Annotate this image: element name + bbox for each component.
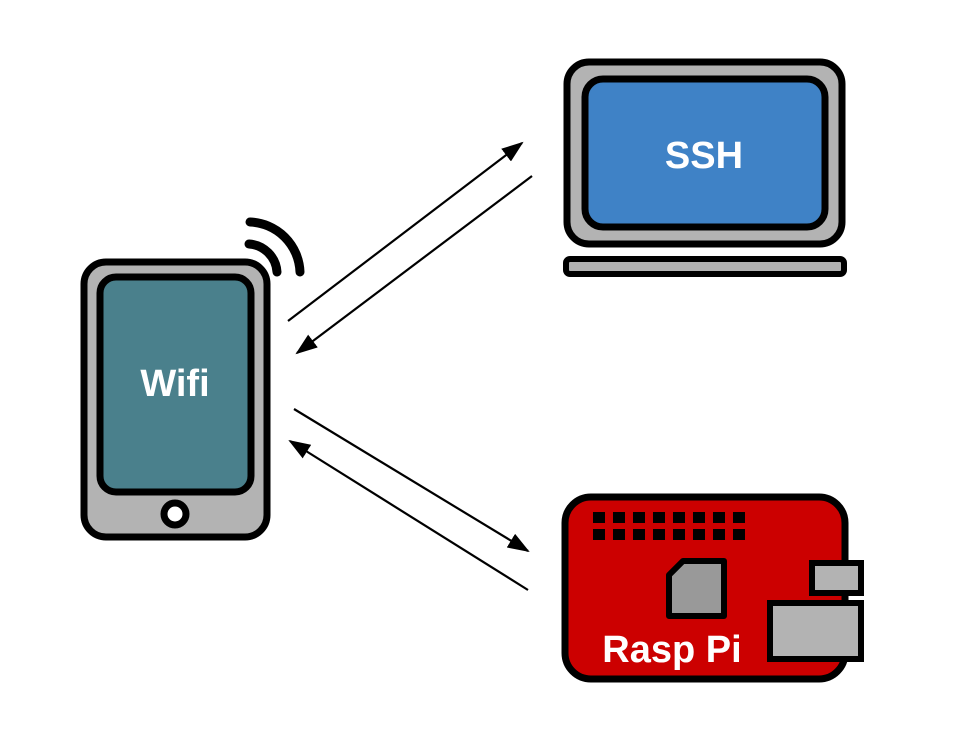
phone-screen <box>96 273 255 496</box>
laptop-base <box>563 256 847 277</box>
phone-home-button <box>160 499 190 529</box>
connections <box>287 141 533 591</box>
smartphone-icon <box>80 258 271 541</box>
raspberry-node: Rasp Pi <box>561 493 864 683</box>
phone-node: Wifi <box>80 217 305 541</box>
arrow-laptop-to-phone <box>295 175 533 355</box>
laptop-icon <box>563 58 847 277</box>
cpu-chip <box>666 558 727 619</box>
laptop-node: SSH <box>563 58 847 277</box>
arrow-phone-to-raspberry <box>293 408 530 553</box>
arrow-phone-to-laptop <box>287 141 524 322</box>
laptop-label: SSH <box>665 135 743 177</box>
raspberry-label: Rasp Pi <box>602 629 741 671</box>
wifi-signal-icon <box>244 217 305 277</box>
raspberry-pi-board-icon <box>561 493 864 683</box>
gpio-header <box>593 512 745 540</box>
usb-port <box>809 560 864 596</box>
phone-label: Wifi <box>140 363 209 405</box>
ethernet-port <box>767 600 864 662</box>
arrow-raspberry-to-phone <box>288 439 529 591</box>
laptop-screen <box>581 75 829 231</box>
